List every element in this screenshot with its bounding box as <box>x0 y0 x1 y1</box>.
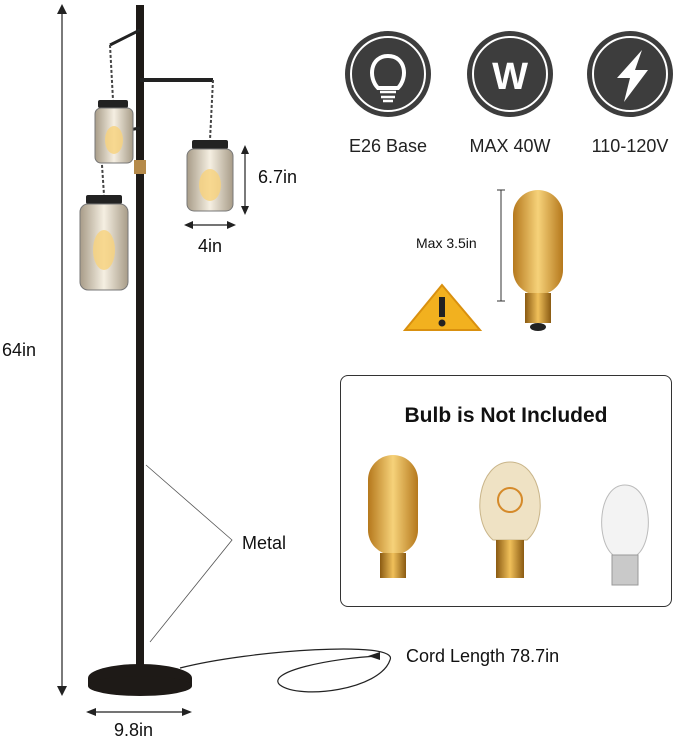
cord-length-label: Cord Length 78.7in <box>406 646 560 666</box>
spec-label-voltage: 110-120V <box>591 136 669 156</box>
jar-height-label: 6.7in <box>258 167 298 187</box>
pendant-jar-top <box>94 100 134 164</box>
bulb-notice-box: Bulb is Not Included <box>340 375 672 607</box>
jar-width-label: 4in <box>198 236 223 256</box>
t45-bulb-image <box>513 190 563 331</box>
a19-bulb-image <box>479 461 541 578</box>
bulb-max-label: Max 3.5in <box>416 235 477 251</box>
pendant-jar-right <box>186 140 234 212</box>
watt-glyph: W <box>492 56 528 98</box>
lightning-icon <box>587 31 673 117</box>
material-label: Metal <box>242 533 287 553</box>
lamp-pole <box>136 5 144 673</box>
height-label: 64in <box>2 340 37 360</box>
spec-label-wattage: MAX 40W <box>469 136 551 156</box>
power-cord <box>179 648 391 693</box>
tubular-bulb-image <box>368 455 418 578</box>
s14-bulb-image <box>601 484 649 586</box>
base-width-label: 9.8in <box>114 720 154 740</box>
bulb-notice-title: Bulb is Not Included <box>404 404 608 427</box>
bulb-icon <box>345 31 431 117</box>
pendant-jar-lower <box>79 195 129 291</box>
spec-label-base: E26 Base <box>348 136 428 156</box>
height-dimension-arrow <box>57 4 67 696</box>
warning-icon <box>402 283 483 331</box>
watt-icon <box>467 31 553 117</box>
